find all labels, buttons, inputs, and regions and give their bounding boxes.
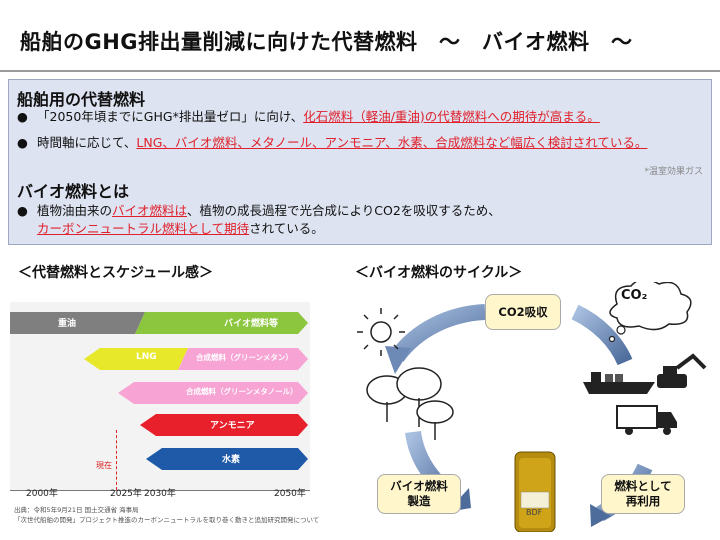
bdf-bottle-icon	[514, 451, 556, 532]
bottle-label: BDF	[526, 508, 543, 517]
bullet-ghg-target: ● 「2050年頃までにGHG*排出量ゼロ」に向け、化石燃料（軽油/重油)の代替燃…	[17, 108, 600, 125]
bullet-bio-definition: ● 植物油由来のバイオ燃料は、植物の成長過程で光合成によりCO2を吸収するため、	[17, 202, 501, 219]
bar-hydrogen	[146, 448, 308, 470]
bullet-dot: ●	[17, 109, 28, 124]
co2-cloud-label: CO₂	[621, 288, 648, 303]
heading-marine-alt-fuel: 船舶用の代替燃料	[17, 90, 146, 109]
bullet-dot: ●	[17, 135, 28, 150]
ship-icon	[583, 372, 655, 394]
now-label: 現在	[96, 461, 112, 470]
bullet-text: 、植物の成長過程で光合成によりCO2を吸収するため、	[187, 203, 501, 218]
bar-lng-to-methane	[84, 348, 308, 370]
source-line-1: 出典：令和5年9月21日 国土交通省 海事局	[14, 506, 139, 514]
cycle-arrow-top-right	[571, 304, 633, 366]
bullet-fuel-options: ● 時間軸に応じて、LNG、バイオ燃料、メタノール、アンモニア、水素、合成燃料など…	[17, 134, 647, 151]
now-marker-line	[116, 430, 117, 490]
tick-2050: 2050年	[274, 489, 306, 499]
bar-syn-methanol	[118, 382, 308, 404]
trees-icon	[366, 367, 454, 440]
bar-bio-fuel	[135, 312, 308, 334]
tick-2025: 2025年	[110, 489, 142, 499]
box-co2-absorb: CO2吸収	[485, 294, 561, 330]
bullet-text: 時間軸に応じて、	[37, 135, 137, 150]
box-reuse-line2: 再利用	[625, 494, 661, 508]
bar-lng	[84, 348, 188, 370]
bullet-highlight: LNG、バイオ燃料、メタノール、アンモニア、水素、合成燃料など幅広く検討されてい…	[136, 135, 648, 150]
box-reuse: 燃料として 再利用	[601, 474, 685, 514]
bullet-highlight: バイオ燃料は	[112, 203, 188, 218]
excavator-icon	[657, 353, 707, 388]
bullet-highlight: 化石燃料（軽油/重油)の代替燃料への期待が高まる。	[303, 109, 600, 124]
cycle-heading: ＜バイオ燃料のサイクル＞	[355, 265, 523, 281]
source-line-2: 「次世代船舶の開発」プロジェクト推進のカーボンニュートラルを取り巻く動きと追加研…	[14, 516, 320, 524]
bullet-text: されている。	[249, 221, 324, 236]
heading-bio-fuel: バイオ燃料とは	[17, 182, 130, 201]
footnote-ghg: *温室効果ガス	[644, 167, 703, 177]
truck-icon	[616, 405, 677, 435]
bar-heavy-oil-to-bio	[10, 312, 308, 334]
sun-icon	[357, 308, 405, 356]
bullet-bio-definition-cont: カーボンニュートラル燃料として期待されている。	[37, 220, 324, 237]
tick-2000: 2000年	[26, 489, 58, 499]
bar-heavy-oil	[10, 312, 145, 334]
box-bio-production: バイオ燃料 製造	[377, 474, 461, 514]
box-reuse-line1: 燃料として	[614, 479, 672, 493]
bullet-highlight: カーボンニュートラル燃料として期待	[37, 221, 250, 236]
box-bio-line2: 製造	[407, 494, 431, 508]
slide-title: 船舶のGHG排出量削減に向けた代替燃料 ～ バイオ燃料 ～	[20, 30, 633, 54]
box-bio-line1: バイオ燃料	[390, 479, 448, 493]
bar-ammonia	[140, 414, 308, 436]
co2-cloud-icon	[608, 282, 692, 343]
title-divider	[0, 70, 720, 72]
info-box: 船舶用の代替燃料 ● 「2050年頃までにGHG*排出量ゼロ」に向け、化石燃料（軽…	[8, 79, 712, 245]
fuel-timeline: 重油 バイオ燃料等 LNG 合成燃料（グリーンメタン） 合成燃料（グリーンメタノ…	[10, 302, 319, 524]
bullet-dot: ●	[17, 203, 28, 218]
timeline-heading: ＜代替燃料とスケジュール感＞	[18, 265, 214, 281]
bullet-text: 「2050年頃までにGHG*排出量ゼロ」に向け、	[37, 109, 304, 124]
bar-syn-methane	[178, 348, 308, 370]
timeline-axis	[10, 490, 310, 491]
cycle-arrowhead	[385, 346, 411, 374]
cycle-arrowhead	[590, 504, 611, 527]
bullet-text: 植物油由来の	[37, 203, 113, 218]
tick-2030: 2030年	[144, 489, 176, 499]
cycle-arrow-top-left	[390, 304, 486, 362]
bio-fuel-cycle: CO₂ CO2吸収 バイオ燃料 製造 燃料として 再利用 BDF	[355, 282, 715, 532]
